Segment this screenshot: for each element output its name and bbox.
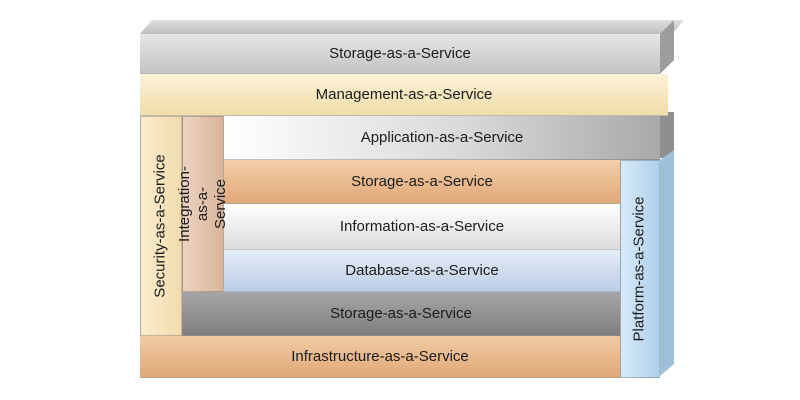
pillar-security-label: Security-as-a-Service [152,154,169,298]
storage-top-side-face [660,20,674,74]
pillar-security: Security-as-a-Service [140,116,182,336]
layer-information: Information-as-a-Service [224,204,620,250]
layer-storage-top-label: Storage-as-a-Service [329,45,471,62]
layer-information-label: Information-as-a-Service [339,218,505,235]
layer-infrastructure: Infrastructure-as-a-Service [140,336,620,378]
pillar-integration: Integration-as-a-Service [176,116,229,292]
layer-storage-low-label: Storage-as-a-Service [330,305,472,322]
pillar-platform: Platform-as-a-Service [620,160,660,378]
layer-management: Management-as-a-Service [140,74,668,116]
pillar-integration-label: Integration-as-a-Service [176,166,230,242]
layer-storage-mid: Storage-as-a-Service [224,160,620,204]
layer-infrastructure-label: Infrastructure-as-a-Service [291,348,469,365]
layer-database: Database-as-a-Service [224,250,620,292]
layer-application-label: Application-as-a-Service [360,129,524,146]
layer-storage-top: Storage-as-a-Service [140,34,660,74]
pillar-platform-label: Platform-as-a-Service [631,196,649,342]
layer-database-label: Database-as-a-Service [345,262,499,279]
layer-application: Application-as-a-Service [224,116,660,160]
application-side-face [660,112,674,158]
layer-storage-low: Storage-as-a-Service [182,292,620,336]
platform-side-face [660,150,674,376]
layer-storage-mid-label: Storage-as-a-Service [351,173,493,190]
layer-management-label: Management-as-a-Service [315,86,493,103]
stack-top-face [140,20,684,34]
